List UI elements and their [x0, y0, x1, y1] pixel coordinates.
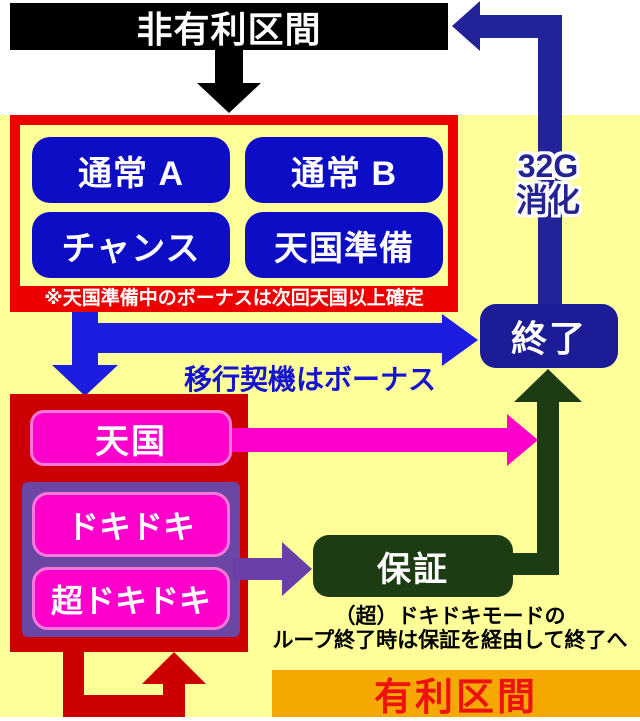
- mode-label-chance: チャンス: [61, 229, 201, 268]
- guarantee-to-end-arrow-horizontal: [505, 553, 559, 575]
- advantage-zone-label: 有利区間: [373, 677, 538, 719]
- g32-line1: 32G: [517, 148, 579, 184]
- mode-label-cho-doki: 超ドキドキ: [50, 582, 211, 619]
- advantage-zone-banner: 有利区間: [272, 670, 640, 719]
- mode-label-doki: ドキドキ: [66, 508, 195, 545]
- end-label: 終了: [510, 318, 587, 359]
- doki-loop-arrow-up-head-icon: [142, 652, 206, 684]
- guarantee-to-end-arrow-up-head-icon: [514, 369, 582, 402]
- mode-box-normal-a: 通常 A: [32, 137, 230, 203]
- transition-trigger-label: 移行契機はボーナス: [183, 364, 436, 395]
- end-to-top-arrow-horizontal: [480, 15, 562, 38]
- loop-end-note: （超）ドキドキモードの ループ終了時は保証を経由して終了へ: [250, 605, 640, 653]
- mode-box-chance: チャンス: [32, 212, 230, 278]
- mode-label-heaven-prep: 天国準備: [274, 229, 414, 268]
- guarantee-box: 保証: [313, 535, 513, 597]
- loop-end-note-line1: （超）ドキドキモードの: [334, 605, 566, 628]
- mode-box-normal-b: 通常 B: [245, 137, 443, 203]
- end-to-top-arrow-left-head-icon: [452, 1, 480, 51]
- heaven-prep-bonus-note: ※天国準備中のボーナスは次回天国以上確定: [44, 288, 424, 309]
- mode-label-normal-b: 通常 B: [291, 154, 397, 193]
- heaven-to-end-arrow-shaft: [232, 428, 507, 452]
- mode-box-doki: ドキドキ: [32, 492, 230, 557]
- guarantee-label: 保証: [377, 550, 449, 589]
- normal-to-end-arrow-shaft: [72, 323, 442, 353]
- mode-box-heaven-prep: 天国準備: [245, 212, 443, 278]
- g32-line2: 消化: [515, 182, 580, 218]
- mode-label-normal-a: 通常 A: [78, 154, 184, 193]
- normal-to-heaven-arrow-down-head-icon: [52, 365, 118, 396]
- mode-box-cho-doki: 超ドキドキ: [32, 567, 230, 630]
- black-down-arrow-icon: [197, 83, 261, 113]
- doki-to-guarantee-arrow-shaft: [233, 558, 282, 580]
- mode-label-heaven: 天国: [95, 422, 167, 461]
- non-advantage-zone-banner: 非有利区間: [10, 3, 448, 50]
- guarantee-to-end-arrow-vertical: [537, 400, 559, 575]
- end-box: 終了: [480, 304, 618, 368]
- doki-to-guarantee-arrow-right-head-icon: [282, 542, 312, 596]
- g32-consume-label: 32G 消化: [492, 149, 604, 217]
- mode-box-heaven: 天国: [30, 410, 232, 466]
- black-down-arrow-shaft: [215, 50, 243, 84]
- end-to-top-arrow-vertical: [538, 15, 562, 305]
- doki-loop-arrow-right-bar: [163, 682, 185, 717]
- non-advantage-zone-label: 非有利区間: [136, 8, 322, 50]
- normal-to-end-arrow-right-head-icon: [442, 314, 478, 366]
- loop-end-note-line2: ループ終了時は保証を経由して終了へ: [272, 629, 628, 652]
- heaven-to-end-arrow-right-head-icon: [507, 414, 538, 466]
- doki-loop-arrow-bottom-bar: [63, 695, 185, 717]
